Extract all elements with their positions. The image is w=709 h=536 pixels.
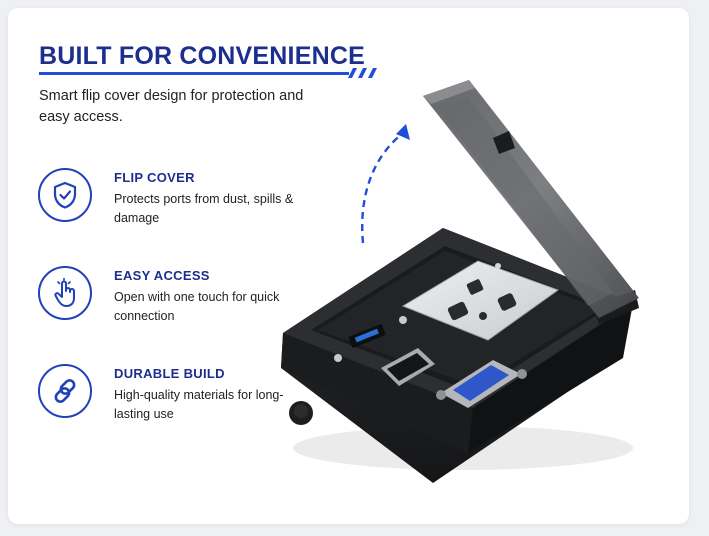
feature-description: Open with one touch for quick connection	[114, 290, 280, 323]
feature-title: FLIP COVER	[114, 170, 195, 185]
title-slashes-decoration	[348, 68, 377, 78]
feature-description: High-quality materials for long-lasting …	[114, 388, 284, 421]
feature-title: EASY ACCESS	[114, 268, 210, 283]
feature-description: Protects ports from dust, spills & damag…	[114, 192, 294, 225]
feature-easy-access: EASY ACCESS Open with one touch for quic…	[38, 266, 318, 330]
feature-title: DURABLE BUILD	[114, 366, 225, 381]
title-underline	[39, 72, 349, 75]
feature-card: BUILT FOR CONVENIENCE Smart flip cover d…	[8, 8, 689, 524]
feature-icon-circle	[38, 364, 92, 418]
feature-icon-circle	[38, 266, 92, 320]
touch-hand-icon	[54, 278, 75, 307]
feature-durable-build: DURABLE BUILD High-quality materials for…	[38, 364, 318, 428]
page-title: BUILT FOR CONVENIENCE	[39, 42, 365, 70]
shield-check-icon	[53, 181, 77, 209]
feature-icon-circle	[38, 168, 92, 222]
page-subtitle: Smart flip cover design for protection a…	[39, 88, 304, 125]
open-arrow-icon	[361, 124, 410, 244]
chain-link-icon	[54, 379, 76, 403]
flip-cover-socket-image	[281, 80, 639, 483]
feature-flip-cover: FLIP COVER Protects ports from dust, spi…	[38, 168, 318, 232]
